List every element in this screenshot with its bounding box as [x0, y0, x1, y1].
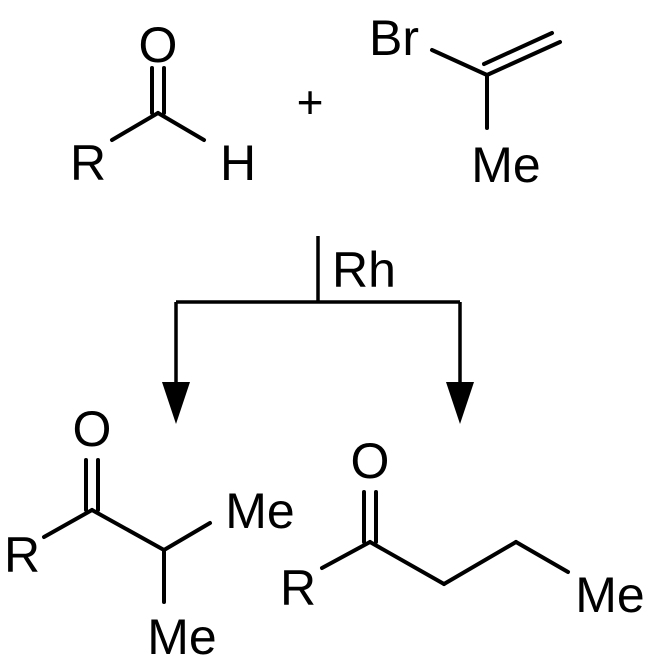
- aldehyde-c-h-bond: [156, 111, 206, 142]
- vinyl-cc-double-bond-1: [485, 40, 562, 77]
- linear-r-label: R: [280, 560, 316, 616]
- linear-ch2-me-bond: [514, 540, 570, 574]
- linear-ketone-product: O R Me: [280, 433, 645, 623]
- linear-r-c-bond: [320, 540, 372, 570]
- plus-sign: +: [297, 76, 324, 128]
- branched-c-ch-bond: [90, 508, 166, 552]
- vinyl-br-c-bond: [430, 48, 489, 77]
- vinyl-cc-double-bond-2: [482, 31, 554, 66]
- linear-ch2-ch2-bond: [442, 540, 518, 586]
- vinyl-bromide-reactant: Br Me: [369, 10, 562, 193]
- vinyl-bromine-label: Br: [369, 10, 419, 66]
- branched-methyl-top-label: Me: [225, 483, 294, 539]
- linear-c-ch2-bond: [368, 540, 446, 586]
- branched-methyl-bottom-label: Me: [147, 609, 216, 665]
- linear-methyl-label: Me: [575, 567, 644, 623]
- branched-ch-me-top-bond: [162, 521, 212, 552]
- branched-r-c-bond: [42, 508, 94, 539]
- arrowhead-right: [446, 382, 474, 424]
- branched-ketone-product: O R Me Me: [4, 401, 295, 665]
- linear-oxygen-label: O: [351, 433, 390, 489]
- branching-arrow: Rh: [162, 236, 474, 424]
- aldehyde-r-c-bond: [110, 111, 160, 142]
- aldehyde-oxygen-label: O: [139, 17, 178, 73]
- catalyst-label: Rh: [332, 242, 396, 298]
- branched-r-label: R: [4, 527, 40, 583]
- branched-oxygen-label: O: [73, 401, 112, 457]
- aldehyde-reactant: O R H: [70, 17, 256, 191]
- aldehyde-h-label: H: [220, 135, 256, 191]
- arrowhead-left: [162, 382, 190, 424]
- vinyl-methyl-label: Me: [471, 137, 540, 193]
- aldehyde-r-label: R: [70, 135, 106, 191]
